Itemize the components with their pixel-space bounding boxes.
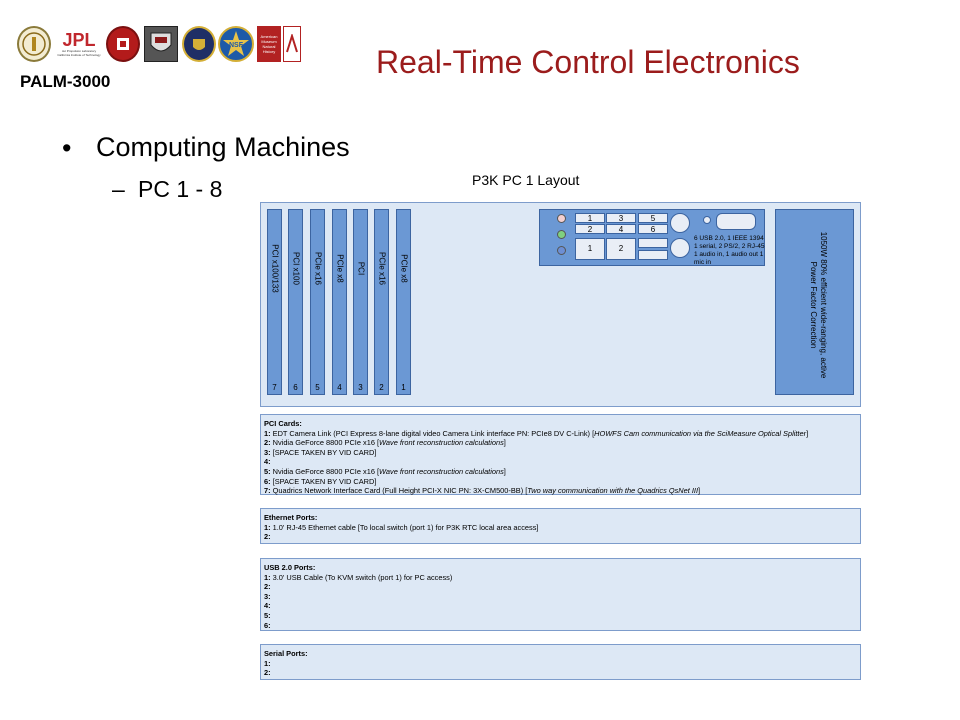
palomar-logo <box>283 26 301 62</box>
slot-label: PCIe x8 <box>335 254 344 283</box>
diagram-title: P3K PC 1 Layout <box>472 172 580 188</box>
bullet-dot: • <box>62 133 72 163</box>
pci-card-line-3: 3: [SPACE TAKEN BY VID CARD] <box>264 447 377 457</box>
pci-slot-2: PCIe x16 2 <box>374 209 389 395</box>
pci-slot-4: PCIe x8 4 <box>332 209 347 395</box>
usb-line-5: 5: <box>264 610 271 620</box>
pci-slot-7: PCI x100/133 7 <box>267 209 282 395</box>
slot-number: 2 <box>379 383 384 392</box>
pci-card-line-6: 6: [SPACE TAKEN BY VID CARD] <box>264 476 377 486</box>
pci-slot-3: PCI 3 <box>353 209 368 395</box>
ethernet-line-2: 2: <box>264 532 271 542</box>
ethernet-line-1: 1: 1.0' RJ-45 Ethernet cable [To local s… <box>264 522 539 532</box>
oxford-seal-logo <box>182 26 216 62</box>
serial-line-2: 2: <box>264 668 271 678</box>
pci-card-line-4: 4: <box>264 457 271 467</box>
usb-line-3: 3: <box>264 591 271 601</box>
status-led-blue <box>557 246 566 255</box>
ps2-port-top <box>638 238 668 248</box>
slot-label: PCI x100 <box>291 252 300 285</box>
panel-heading: PCI Cards: <box>264 419 857 429</box>
serial-heading: Serial Ports: <box>264 649 308 658</box>
status-led-green <box>557 230 566 239</box>
usb-ports-panel: USB 2.0 Ports: 1: 3.0' USB Cable (To KVM… <box>260 558 861 631</box>
pci-card-line-7: 7: Quadrics Network Interface Card (Full… <box>264 486 701 496</box>
amnh-logo: American Museum Natural History <box>257 26 281 62</box>
sub-bullet-pc: PC 1 - 8 <box>138 176 223 202</box>
audio-jack-bottom <box>670 238 690 258</box>
usb-line-6: 6: <box>264 620 271 630</box>
slot-label: PCI <box>356 261 365 276</box>
slot-label: PCIe x16 <box>313 252 322 285</box>
usb-line-2: 2: <box>264 582 271 592</box>
nsf-logo: NSF <box>218 26 254 62</box>
usb-port-5: 5 <box>638 213 668 223</box>
usb-port-3: 3 <box>606 213 636 223</box>
audio-jack-top <box>670 213 690 233</box>
slot-number: 3 <box>358 383 363 392</box>
pci-cards-panel: PCI Cards: 1: EDT Camera Link (PCI Expre… <box>260 414 861 495</box>
pci-cards-heading: PCI Cards: <box>264 419 302 428</box>
usb-port-1: 1 <box>575 213 605 223</box>
usb-port-6: 6 <box>638 224 668 234</box>
slot-number: 6 <box>293 383 298 392</box>
usb-port-4: 4 <box>606 224 636 234</box>
slot-label: PCIe x8 <box>399 254 408 283</box>
ethernet-heading: Ethernet Ports: <box>264 513 318 522</box>
usb-line-4: 4: <box>264 601 271 611</box>
amnh-logo-text: American Museum Natural History <box>260 34 278 54</box>
rj45-port-2: 2 <box>606 238 636 260</box>
pci-slot-5: PCIe x16 5 <box>310 209 325 395</box>
svg-text:NSF: NSF <box>229 42 244 49</box>
usb-line-1: 1: 3.0' USB Cable (To KVM switch (port 1… <box>264 572 453 582</box>
jpl-logo: JPL Jet Propulsion Laboratory California… <box>56 26 102 62</box>
slot-number: 7 <box>272 383 277 392</box>
serial-ports-panel: Serial Ports: 1: 2: <box>260 644 861 680</box>
pci-card-line-1: 1: EDT Camera Link (PCI Express 8-lane d… <box>264 428 809 438</box>
page-title: Real-Time Control Electronics <box>376 44 800 80</box>
io-ports-description: 6 USB 2.0, 1 IEEE 1394 1 serial, 2 PS/2,… <box>694 235 765 266</box>
slot-label: PCIe x16 <box>377 252 386 285</box>
slot-number: 5 <box>315 383 320 392</box>
serial-line-1: 1: <box>264 658 271 668</box>
slot-label: PCI x100/133 <box>270 244 279 293</box>
slot-number: 4 <box>337 383 342 392</box>
rj45-port-1: 1 <box>575 238 605 260</box>
firewire-port <box>703 216 711 224</box>
bullet-computing-machines: Computing Machines <box>96 132 350 162</box>
jpl-logo-text: JPL <box>62 30 96 50</box>
usb-heading: USB 2.0 Ports: <box>264 563 316 572</box>
status-led-red <box>557 214 566 223</box>
pci-card-line-2: 2: Nvidia GeForce 8800 PCIe x16 [Wave fr… <box>264 438 506 448</box>
ps2-port-bottom <box>638 250 668 260</box>
pci-slot-1: PCIe x8 1 <box>396 209 411 395</box>
slot-number: 1 <box>401 383 406 392</box>
pci-card-line-5: 5: Nvidia GeForce 8800 PCIe x16 [Wave fr… <box>264 466 506 476</box>
caltech-seal-logo <box>17 26 51 62</box>
sub-bullet-dash: – <box>112 176 125 202</box>
ethernet-ports-panel: Ethernet Ports: 1: 1.0' RJ-45 Ethernet c… <box>260 508 861 544</box>
serial-port <box>716 213 756 230</box>
project-name: PALM-3000 <box>20 72 111 91</box>
power-supply-label: 1050W 80% efficient wide-ranging, active… <box>809 231 828 379</box>
cornell-seal-logo <box>106 26 140 62</box>
power-supply: 1050W 80% efficient wide-ranging, active… <box>775 209 854 395</box>
jpl-logo-subtext: Jet Propulsion Laboratory California Ins… <box>57 49 101 57</box>
usb-port-2: 2 <box>575 224 605 234</box>
crest-logo <box>144 26 178 62</box>
pci-slot-6: PCI x100 6 <box>288 209 303 395</box>
